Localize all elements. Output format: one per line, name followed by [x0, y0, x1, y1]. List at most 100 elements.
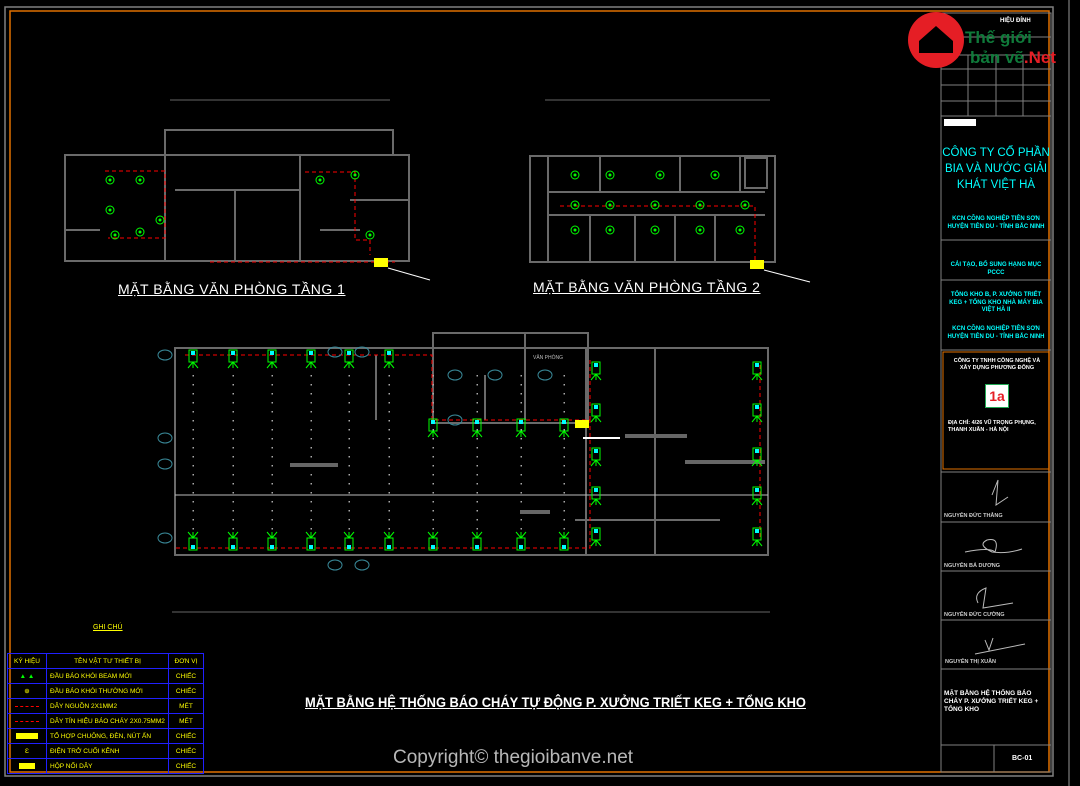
grid-dot	[432, 528, 434, 530]
grid-dot	[388, 510, 390, 512]
grid-dot	[232, 420, 234, 422]
grid-dot	[192, 429, 194, 431]
logo-line2: bản vẽ.Net	[970, 49, 1056, 66]
grid-dot	[520, 438, 522, 440]
grid-dot	[348, 474, 350, 476]
grid-dot	[310, 474, 312, 476]
smoke-detector-icon	[365, 230, 375, 240]
grid-dot	[192, 483, 194, 485]
smoke-detector-icon	[570, 200, 580, 210]
grid-dot	[232, 492, 234, 494]
grid-dot	[476, 483, 478, 485]
legend-unit: MÉT	[168, 698, 204, 714]
grid-dot	[232, 411, 234, 413]
grid-dot	[348, 465, 350, 467]
revision-label: HIỆU ĐÍNH	[1000, 18, 1031, 24]
beam-detector-icon	[590, 486, 602, 506]
grid-dot	[271, 429, 273, 431]
grid-dot	[271, 393, 273, 395]
grid-dot	[388, 420, 390, 422]
grid-dot	[563, 456, 565, 458]
grid-dot	[432, 501, 434, 503]
grid-dot	[388, 501, 390, 503]
grid-dot	[432, 447, 434, 449]
grid-dot	[310, 528, 312, 530]
grid-dot	[476, 375, 478, 377]
beam-detector-icon	[427, 531, 439, 551]
grid-dot	[520, 429, 522, 431]
grid-dot	[310, 438, 312, 440]
grid-dot	[563, 501, 565, 503]
grid-dot	[476, 501, 478, 503]
grid-dot	[271, 402, 273, 404]
grid-dot	[348, 456, 350, 458]
junction-box-icon	[750, 260, 764, 269]
beam-detector-icon	[471, 531, 483, 551]
grid-dot	[232, 438, 234, 440]
item-name: TỔNG KHO B, P. XƯỞNG TRIẾT KEG + TỔNG KH…	[949, 292, 1043, 313]
grid-dot	[348, 501, 350, 503]
grid-dot	[232, 447, 234, 449]
legend-title: GHI CHÚ	[93, 624, 123, 631]
grid-dot	[388, 456, 390, 458]
grid-dot	[232, 402, 234, 404]
smoke-detector-icon	[605, 170, 615, 180]
beam-reflector-icon	[327, 559, 343, 571]
grid-dot	[271, 501, 273, 503]
grid-dot	[388, 465, 390, 467]
smoke-detector-icon	[135, 175, 145, 185]
grid-dot	[520, 519, 522, 521]
legend-name: ĐẦU BÁO KHÓI THƯỜNG MỚI	[46, 683, 169, 699]
grid-dot	[232, 456, 234, 458]
beam-detector-icon	[515, 418, 527, 438]
grid-dot	[348, 528, 350, 530]
grid-dot	[563, 474, 565, 476]
grid-dot	[348, 510, 350, 512]
smoke-detector-icon	[135, 227, 145, 237]
project-name: CẢI TẠO, BỔ SUNG HẠNG MỤC PCCC	[950, 262, 1042, 276]
grid-dot	[348, 519, 350, 521]
beam-detector-icon	[227, 531, 239, 551]
junction-box-icon	[575, 420, 589, 428]
grid-dot	[563, 528, 565, 530]
grid-dot	[271, 474, 273, 476]
beam-reflector-icon	[354, 346, 370, 358]
grid-dot	[476, 402, 478, 404]
beam-detector-icon	[558, 531, 570, 551]
grid-dot	[388, 393, 390, 395]
beam-reflector-icon	[157, 349, 173, 361]
smoke-detector-icon	[570, 225, 580, 235]
beam-detector-icon	[227, 349, 239, 369]
grid-dot	[432, 483, 434, 485]
smoke-detector-icon	[655, 170, 665, 180]
smoke-detector-icon	[605, 200, 615, 210]
client-address: KCN CÔNG NGHIỆP TIÊN SƠN HUYỆN TIÊN DU -…	[947, 216, 1045, 230]
grid-dot	[271, 420, 273, 422]
drawing-number: BC-01	[1012, 755, 1033, 762]
beam-reflector-icon	[447, 369, 463, 381]
floor2-plan	[529, 155, 776, 263]
grid-dot	[476, 411, 478, 413]
legend-header-unit: ĐƠN VỊ	[168, 653, 204, 669]
beam-detector-icon	[590, 403, 602, 423]
grid-dot	[388, 483, 390, 485]
grid-dot	[271, 483, 273, 485]
grid-dot	[348, 429, 350, 431]
beam-detector-icon	[427, 418, 439, 438]
legend-header-row: KÝ HIỆU TÊN VẬT TƯ THIẾT BỊ ĐƠN VỊ	[7, 653, 204, 669]
beam-detector-icon	[558, 418, 570, 438]
floor1-title: MẶT BẰNG VĂN PHÒNG TẦNG 1	[118, 281, 346, 297]
grid-dot	[348, 447, 350, 449]
client-name: CÔNG TY CỔ PHẦN BIA VÀ NƯỚC GIẢI KHÁT VI…	[942, 147, 1050, 191]
legend-unit: CHIẾC	[168, 683, 204, 699]
legend-header-name: TÊN VẬT TƯ THIẾT BỊ	[46, 653, 169, 669]
grid-dot	[192, 519, 194, 521]
beam-detector-icon	[187, 531, 199, 551]
beam-detector-icon	[751, 527, 763, 547]
grid-dot	[348, 393, 350, 395]
grid-dot	[432, 474, 434, 476]
grid-dot	[348, 411, 350, 413]
smoke-detector-icon	[110, 230, 120, 240]
